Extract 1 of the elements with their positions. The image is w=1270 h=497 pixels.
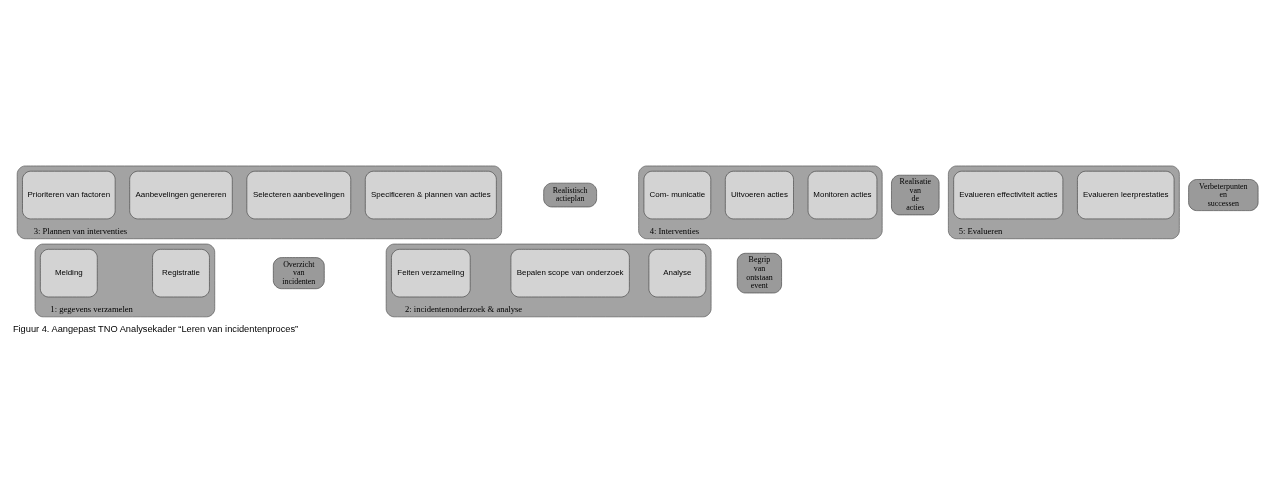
caption: Figuur 4. Aangepast TNO Analysekader “Leren van incidentenproces” [12,323,299,334]
